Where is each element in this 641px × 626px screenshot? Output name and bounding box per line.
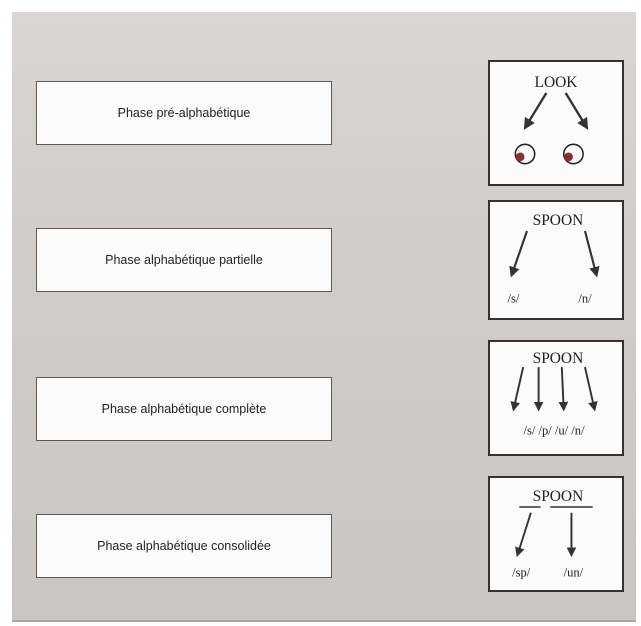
word-spoon: SPOON xyxy=(533,350,584,367)
arrow-right xyxy=(564,92,589,130)
phase-label-pre-alphabetic: Phase pré-alphabétique xyxy=(36,81,332,145)
diagram-spoon-partial: SPOON /s/ /n/ xyxy=(488,200,624,320)
word-spoon: SPOON xyxy=(533,212,584,229)
diagram-look-svg: LOOK xyxy=(514,74,589,165)
diagram-spoon-partial-svg: SPOON /s/ /n/ xyxy=(508,212,600,306)
phase-label-consolidated-alphabetic: Phase alphabétique consolidée xyxy=(36,514,332,578)
arrow-u xyxy=(558,367,569,412)
diagram-look: LOOK xyxy=(488,60,624,186)
right-pupil xyxy=(564,152,573,162)
sound-n: /n/ xyxy=(578,292,592,306)
word-spoon: SPOON xyxy=(533,488,584,505)
arrow-n xyxy=(583,230,600,278)
phase-label-partial-alphabetic: Phase alphabétique partielle xyxy=(36,228,332,292)
arrow-s xyxy=(510,366,525,412)
left-eye-icon xyxy=(514,143,536,165)
arrow-n xyxy=(584,366,598,412)
sound-un: /un/ xyxy=(564,565,584,579)
right-eye-icon xyxy=(562,143,584,165)
sounds-line: /s/ /p/ /u/ /n/ xyxy=(524,424,586,438)
sound-s: /s/ xyxy=(508,292,520,306)
arrow-s xyxy=(509,230,529,278)
phase-label-full-alphabetic: Phase alphabétique complète xyxy=(36,377,332,441)
diagram-spoon-complete-svg: SPOON /s/ /p/ /u/ /n/ xyxy=(510,350,598,438)
arrow-left xyxy=(523,92,548,130)
left-pupil xyxy=(515,152,525,162)
word-look: LOOK xyxy=(534,74,578,91)
diagram-spoon-complete: SPOON /s/ /p/ /u/ /n/ xyxy=(488,340,624,456)
diagram-spoon-consolidated-svg: SPOON /sp/ /un/ xyxy=(512,488,593,579)
arrow-sp xyxy=(515,512,532,558)
diagram-spoon-consolidated: SPOON /sp/ /un/ xyxy=(488,476,624,592)
sound-sp: /sp/ xyxy=(512,565,531,579)
